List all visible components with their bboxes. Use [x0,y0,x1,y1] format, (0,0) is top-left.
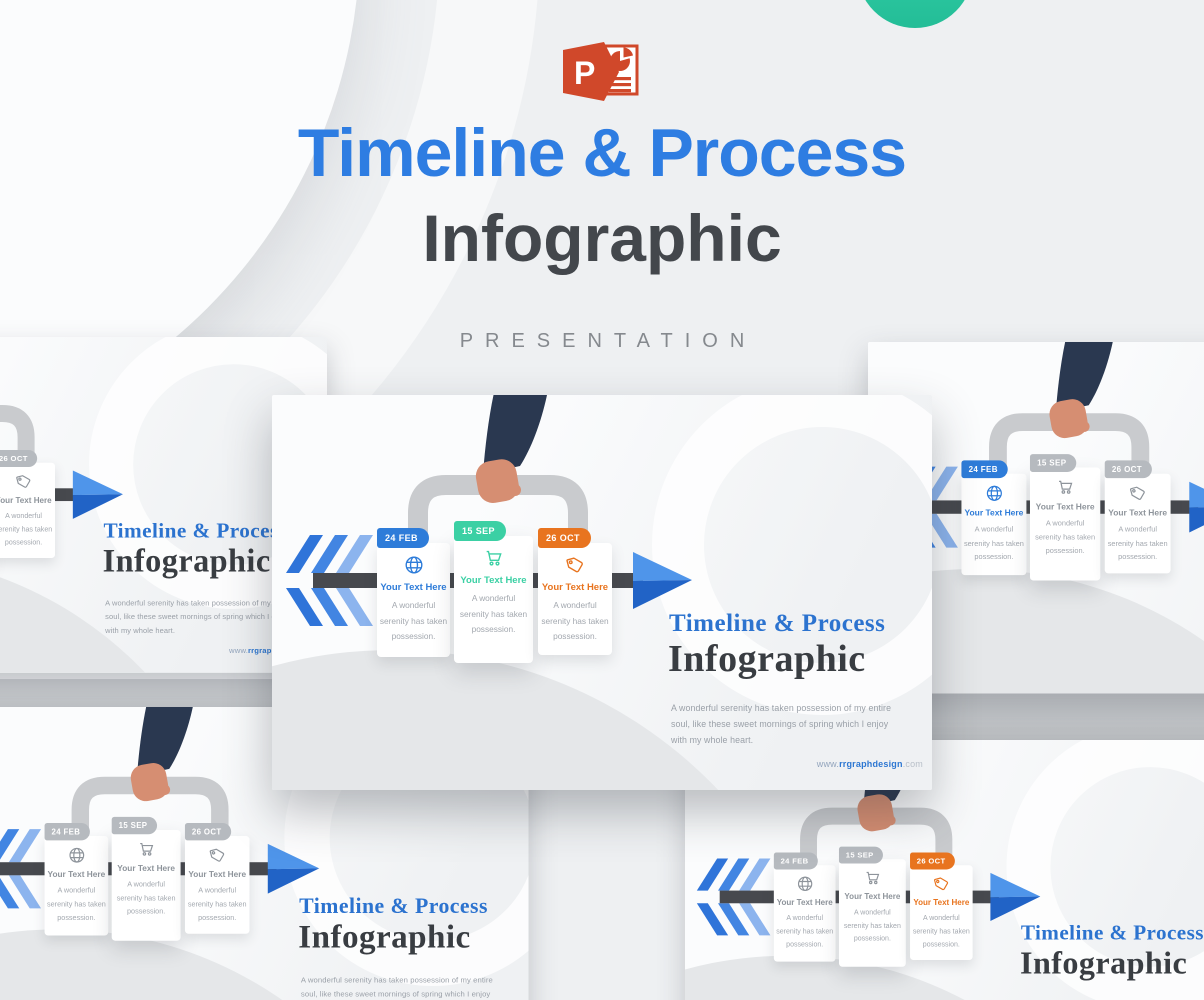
timeline-card-1: 24 FEB Your Text Here A wonderful sereni… [377,528,450,657]
globe-icon [68,847,84,863]
card-body: A wonderful serenity has taken possessio… [0,511,53,547]
date-badge: 15 SEP [454,521,506,541]
date-badge: 24 FEB [961,460,1008,479]
card-title: Your Text Here [776,898,833,908]
slide-description: A wonderful serenity has taken possessio… [105,598,293,635]
globe-icon [797,876,812,891]
timeline-card-1: 24 FEB Your Text Here A wonderful sereni… [773,852,836,962]
cart-icon [866,871,879,885]
suit-arm [136,707,193,776]
powerpoint-logo-icon: P [563,42,639,101]
arrow-head-icon [1189,481,1204,533]
slide-heading: Timeline & Process Infographic [298,894,528,956]
slide-title-line1: Timeline & Process [669,610,886,637]
timeline-card-3: 26 OCT Your Text Here A wonderful sereni… [1104,460,1171,574]
card-body: A wonderful serenity has taken possessio… [1107,524,1168,561]
tag-icon [566,557,583,573]
timeline-card-1: 24 FEB Your Text Here A wonderful sereni… [44,822,109,936]
card-body: A wonderful serenity has taken possessio… [912,913,970,949]
card-title: Your Text Here [913,898,970,908]
card-title: Your Text Here [0,495,52,506]
date-badge: 24 FEB [44,822,90,841]
card-title: Your Text Here [541,582,609,593]
timeline-card-2: 15 SEP Your Text Here A wonderful sereni… [1029,454,1101,581]
card-body: A wonderful serenity has taken possessio… [459,593,528,634]
slide-heading: Timeline & Process Infographic [668,610,932,680]
timeline-card-3: 26 OCT Your Text Here A wonderful sereni… [910,852,973,960]
slide-heading: Timeline & Process Infographic [102,519,327,580]
card-body: A wonderful serenity has taken possessio… [116,879,176,916]
fist [857,794,894,832]
slide-preview-center[interactable]: 24 FEB Your Text Here A wonderful sereni… [272,395,932,790]
powerpoint-logo-letter: P [574,55,595,91]
card-title: Your Text Here [117,863,175,874]
slide-title-line2: Infographic [1020,945,1188,982]
card-title: Your Text Here [188,870,247,880]
arrow-fletching-icon [0,829,42,909]
timeline-card-2: 15 SEP Your Text Here A wonderful sereni… [838,846,906,967]
slide-heading: Timeline & Process Infographic [1020,921,1204,982]
card-title: Your Text Here [964,508,1024,519]
fist [130,763,169,802]
website-link[interactable]: www.rrgraphdesign.com [816,759,923,769]
page-title-line2: Infographic [422,201,782,275]
slide-title-line2: Infographic [298,918,471,956]
date-badge: 24 FEB [377,528,429,548]
fist [475,459,519,503]
slide-description: A wonderful serenity has taken possessio… [671,703,892,745]
card-body: A wonderful serenity has taken possessio… [843,907,901,943]
slide-title-line2: Infographic [668,638,866,680]
card-body: A wonderful serenity has taken possessio… [776,913,834,949]
date-badge: 15 SEP [111,816,157,835]
timeline-card-3: 26 OCT Your Text Here A wonderful sereni… [538,528,612,655]
timeline-card-2: 15 SEP Your Text Here A wonderful sereni… [111,816,181,941]
card-title: Your Text Here [1108,508,1168,519]
globe-icon [986,485,1002,501]
slide-description: A wonderful serenity has taken possessio… [300,975,493,999]
card-title: Your Text Here [1035,502,1095,512]
tag-icon [934,877,949,891]
date-badge: 26 OCT [910,852,955,870]
slide-title-line1: Timeline & Process [103,519,288,543]
suit-arm [483,395,547,474]
globe-icon [405,556,422,574]
date-badge: 26 OCT [0,450,38,468]
slide-title-line1: Timeline & Process [299,894,488,919]
timeline-card-2: 15 SEP Your Text Here A wonderful sereni… [454,521,533,663]
cart-icon [139,842,153,856]
card-body: A wonderful serenity has taken possessio… [187,885,247,922]
arrow-fletching-icon [286,535,373,626]
tag-icon [1129,486,1145,500]
page-subtitle: PRESENTATION [459,330,757,352]
date-badge: 15 SEP [1029,454,1077,472]
timeline-card-1: 24 FEB Your Text Here A wonderful sereni… [961,460,1027,576]
tag-icon [16,475,31,488]
arrow-fletching-icon [696,858,771,936]
cart-icon [1058,480,1072,494]
card-title: Your Text Here [844,892,901,902]
timeline-card-3: 26 OCT Your Text Here A wonderful sereni… [184,822,250,934]
card-body: A wonderful serenity has taken possessio… [963,524,1024,561]
card-body: A wonderful serenity has taken possessio… [541,600,609,641]
card-title: Your Text Here [460,575,527,586]
page-title-line1: Timeline & Process [297,115,907,191]
date-badge: 26 OCT [184,822,232,841]
date-badge: 24 FEB [773,852,818,870]
fist [1049,399,1088,439]
timeline-card-3: 26 OCT Your Text Here A wonderful sereni… [0,450,55,558]
tag-icon [209,848,225,862]
slide-title-line1: Timeline & Process [1020,921,1204,945]
card-title: Your Text Here [47,870,106,880]
card-body: A wonderful serenity has taken possessio… [1035,518,1096,555]
card-title: Your Text Here [380,582,447,593]
slide-title-line2: Infographic [102,543,271,580]
cart-icon [486,550,502,566]
card-body: A wonderful serenity has taken possessio… [47,885,106,922]
teal-circle-decor [857,0,973,28]
date-badge: 26 OCT [538,528,591,548]
date-badge: 15 SEP [838,846,883,864]
date-badge: 26 OCT [1104,460,1152,479]
card-body: A wonderful serenity has taken possessio… [379,600,448,641]
